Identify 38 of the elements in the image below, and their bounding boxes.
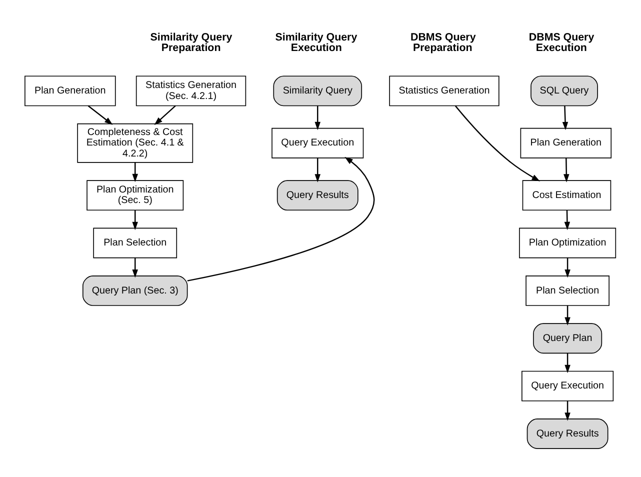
node-box: Query Results [276,180,358,211]
node-box: Query Plan (Sec. 3) [82,276,188,306]
arrow [154,105,176,126]
node-box: Plan Selection [526,276,610,306]
arrow [132,162,138,182]
node-box: Query Execution [272,128,364,158]
label: DBMS Query Execution [528,31,594,54]
arrow [562,106,568,130]
node-box: Query Plan [533,323,602,354]
node-box: Plan Generation [24,76,116,106]
arrow [564,158,570,182]
arrow [187,156,375,282]
node-box: Statistics Generation [389,76,500,106]
label: Similarity Query Execution [275,31,358,54]
arrow [132,210,138,230]
arrow [564,306,570,326]
arrow [564,400,570,421]
node-box: SQL Query [530,76,598,106]
node-box: Completeness & Cost Estimation (Sec. 4.1 & 4.2.2) [77,123,194,163]
arrow [564,258,570,278]
arrow [314,158,320,182]
node-box: Query Results [526,418,608,449]
arrow [454,106,540,182]
arrow [564,210,570,230]
arrow [564,353,570,374]
node-box: Similarity Query [273,76,362,106]
node-box: Plan Optimization (Sec. 5) [86,180,184,211]
node-box: Plan Optimization [519,228,616,258]
node-box: Query Execution [522,370,614,402]
label: Similarity Query Preparation [150,31,232,54]
node-box: Plan Generation [520,128,612,158]
node-box: Statistics Generation (Sec. 4.2.1) [136,76,246,106]
label: DBMS Query Preparation [410,31,476,54]
arrow [132,258,138,278]
arrow [314,106,320,130]
arrow [88,105,113,125]
node-box: Plan Selection [93,228,178,258]
node-box: Cost Estimation [522,180,612,211]
